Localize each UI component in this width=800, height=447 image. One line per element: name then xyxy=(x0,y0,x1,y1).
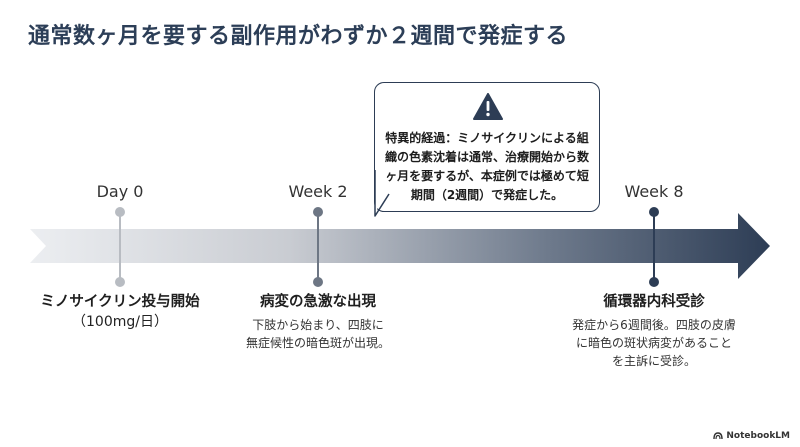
warning-icon xyxy=(473,93,503,120)
callout-text: 特異的経過：ミノサイクリンによる組 織の色素沈着は通常、治療開始から数 ヶ月を要… xyxy=(383,129,591,205)
event-onset-desc-line: 無症候性の暗色斑が出現。 xyxy=(245,336,391,350)
event-onset-description: 下肢から始まり、四肢に 無症候性の暗色斑が出現。 xyxy=(246,316,390,352)
timeline-marker-week2 xyxy=(313,207,323,287)
event-visit-desc-line: 発症から6週間後。四肢の皮膚 xyxy=(572,318,736,332)
slide-title: 通常数ヶ月を要する副作用がわずか２週間で発症する xyxy=(28,24,569,49)
warning-callout: 特異的経過：ミノサイクリンによる組 織の色素沈着は通常、治療開始から数 ヶ月を要… xyxy=(374,82,600,212)
event-visit-desc-line: に暗色の斑状病変があること xyxy=(575,336,733,350)
callout-line: 織の色素沈着は通常、治療開始から数 xyxy=(384,150,589,164)
notebooklm-logo-icon xyxy=(713,432,724,440)
marker-label-day0: Day 0 xyxy=(96,182,144,201)
event-onset: 病変の急激な出現 下肢から始まり、四肢に 無症候性の暗色斑が出現。 xyxy=(246,292,390,352)
callout-line: ヶ月を要するが、本症例では極めて短 xyxy=(385,169,589,183)
event-visit-desc-line: を主訴に受診。 xyxy=(611,354,697,368)
event-start: ミノサイクリン投与開始 （100mg/日） xyxy=(40,292,199,332)
event-visit-title: 循環器内科受診 xyxy=(603,294,705,310)
marker-label-week8: Week 8 xyxy=(624,182,684,201)
event-start-dose: （100mg/日） xyxy=(72,314,168,330)
timeline-marker-week8 xyxy=(649,207,659,287)
event-visit: 循環器内科受診 発症から6週間後。四肢の皮膚 に暗色の斑状病変があること を主訴… xyxy=(572,292,736,370)
callout-line: 特異的経過：ミノサイクリンによる組 xyxy=(385,131,589,145)
event-onset-desc-line: 下肢から始まり、四肢に xyxy=(252,318,384,332)
event-onset-title: 病変の急激な出現 xyxy=(259,294,376,310)
marker-label-week2: Week 2 xyxy=(288,182,348,201)
brand-watermark: NotebookLM xyxy=(713,431,790,441)
timeline-arrow xyxy=(30,213,770,279)
event-start-title: ミノサイクリン投与開始 xyxy=(40,294,200,310)
callout-line: 期間（2週間）で発症した。 xyxy=(410,188,564,202)
timeline-marker-day0 xyxy=(115,207,125,287)
event-visit-description: 発症から6週間後。四肢の皮膚 に暗色の斑状病変があること を主訴に受診。 xyxy=(572,316,736,370)
brand-name: NotebookLM xyxy=(726,431,790,441)
callout-pointer xyxy=(374,170,390,217)
